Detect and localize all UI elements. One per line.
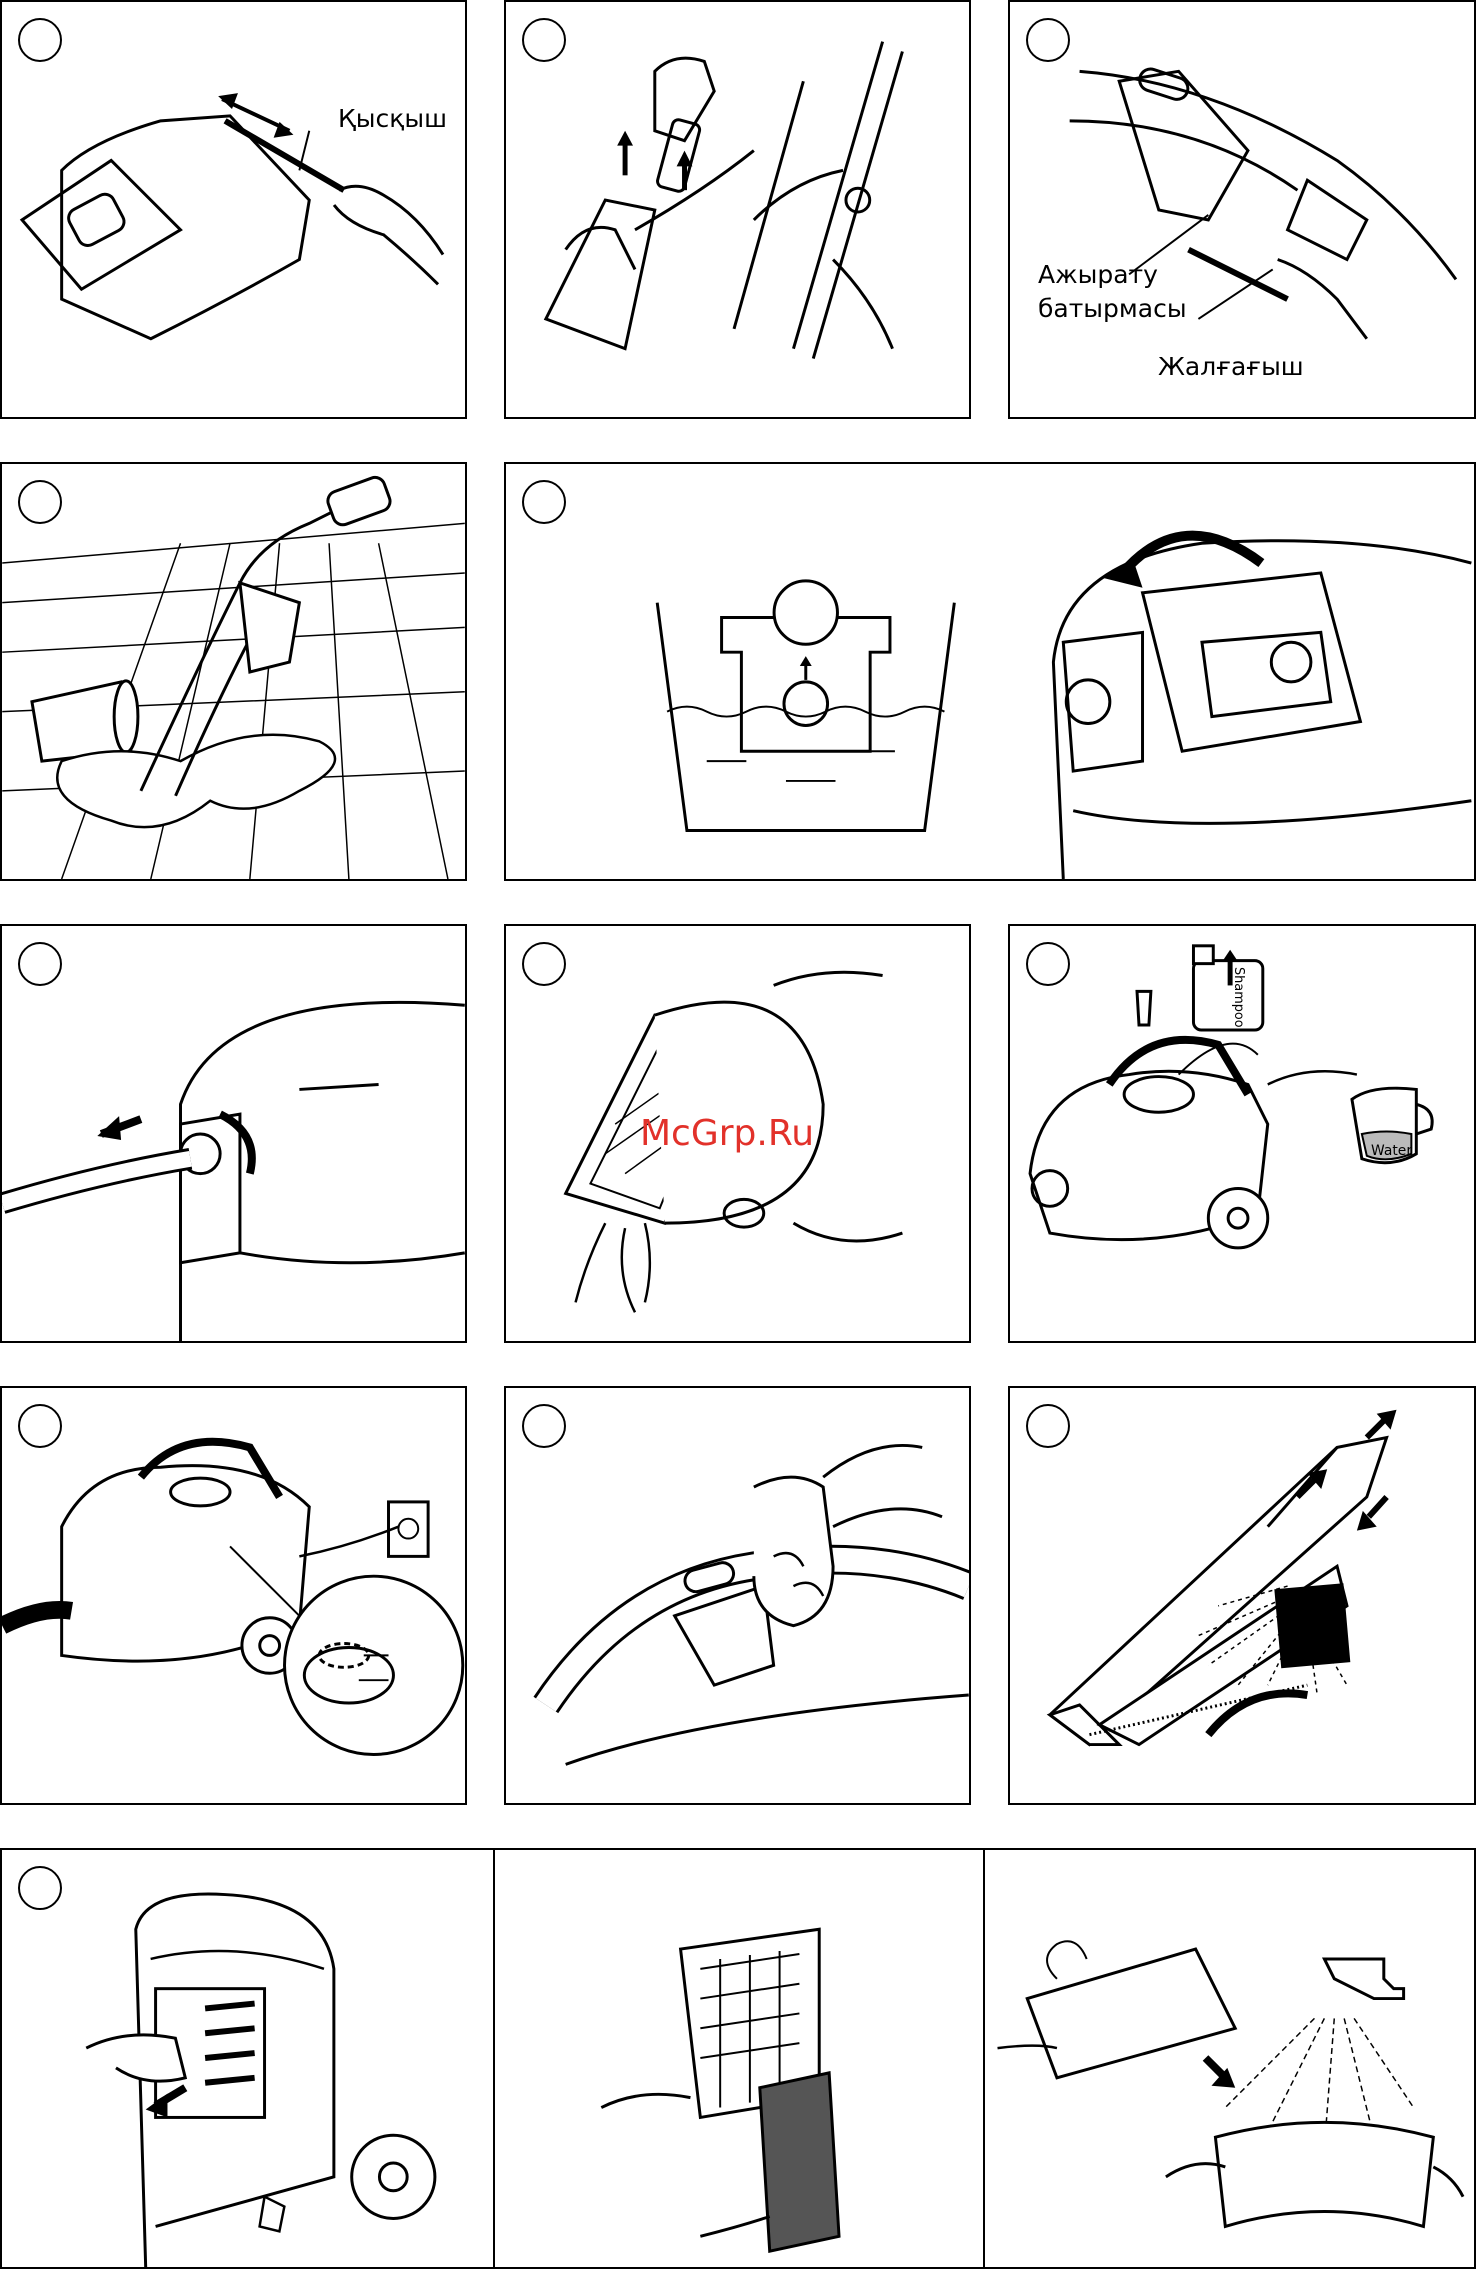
- panel-hose-grip: [504, 1386, 971, 1805]
- fill-water-illustration: Shampoo Water: [1010, 926, 1474, 1341]
- filter-cleaning-illustration: [2, 1850, 1474, 2267]
- panel-spray-nozzle: [1008, 1386, 1476, 1805]
- label-release-button-line1: Ажырату: [1038, 260, 1158, 290]
- watermark: McGrp.Ru: [640, 1113, 814, 1154]
- hose-disconnect-illustration: [506, 2, 969, 417]
- panel-filter-wash: [504, 462, 1476, 881]
- panel-fill-water: Shampoo Water: [1008, 924, 1476, 1343]
- label-release-button-line2: батырмасы: [1038, 294, 1187, 324]
- panel-hose-removal: [0, 924, 467, 1343]
- label-clip: Қысқыш: [338, 104, 447, 134]
- plug-in-illustration: [2, 1388, 465, 1803]
- filter-wash-illustration: [506, 464, 1474, 879]
- panel-hose-disconnect: [504, 0, 971, 419]
- panel-filter-cleaning: [0, 1848, 1476, 2269]
- bag-clip-illustration: [2, 2, 465, 417]
- panel-spill-floor: [0, 462, 467, 881]
- hose-removal-illustration: [2, 926, 465, 1341]
- spill-floor-illustration: [2, 464, 465, 879]
- hose-grip-illustration: [506, 1388, 969, 1803]
- panel-bag-clip: Қысқыш: [0, 0, 467, 419]
- panel-release-button: Ажырату батырмасы Жалғағыш: [1008, 0, 1476, 419]
- shampoo-label: Shampoo: [1231, 967, 1246, 1028]
- water-label: Water: [1371, 1143, 1412, 1159]
- spray-nozzle-illustration: [1010, 1388, 1474, 1803]
- panel-plug-in: [0, 1386, 467, 1805]
- label-connector: Жалғағыш: [1158, 352, 1304, 382]
